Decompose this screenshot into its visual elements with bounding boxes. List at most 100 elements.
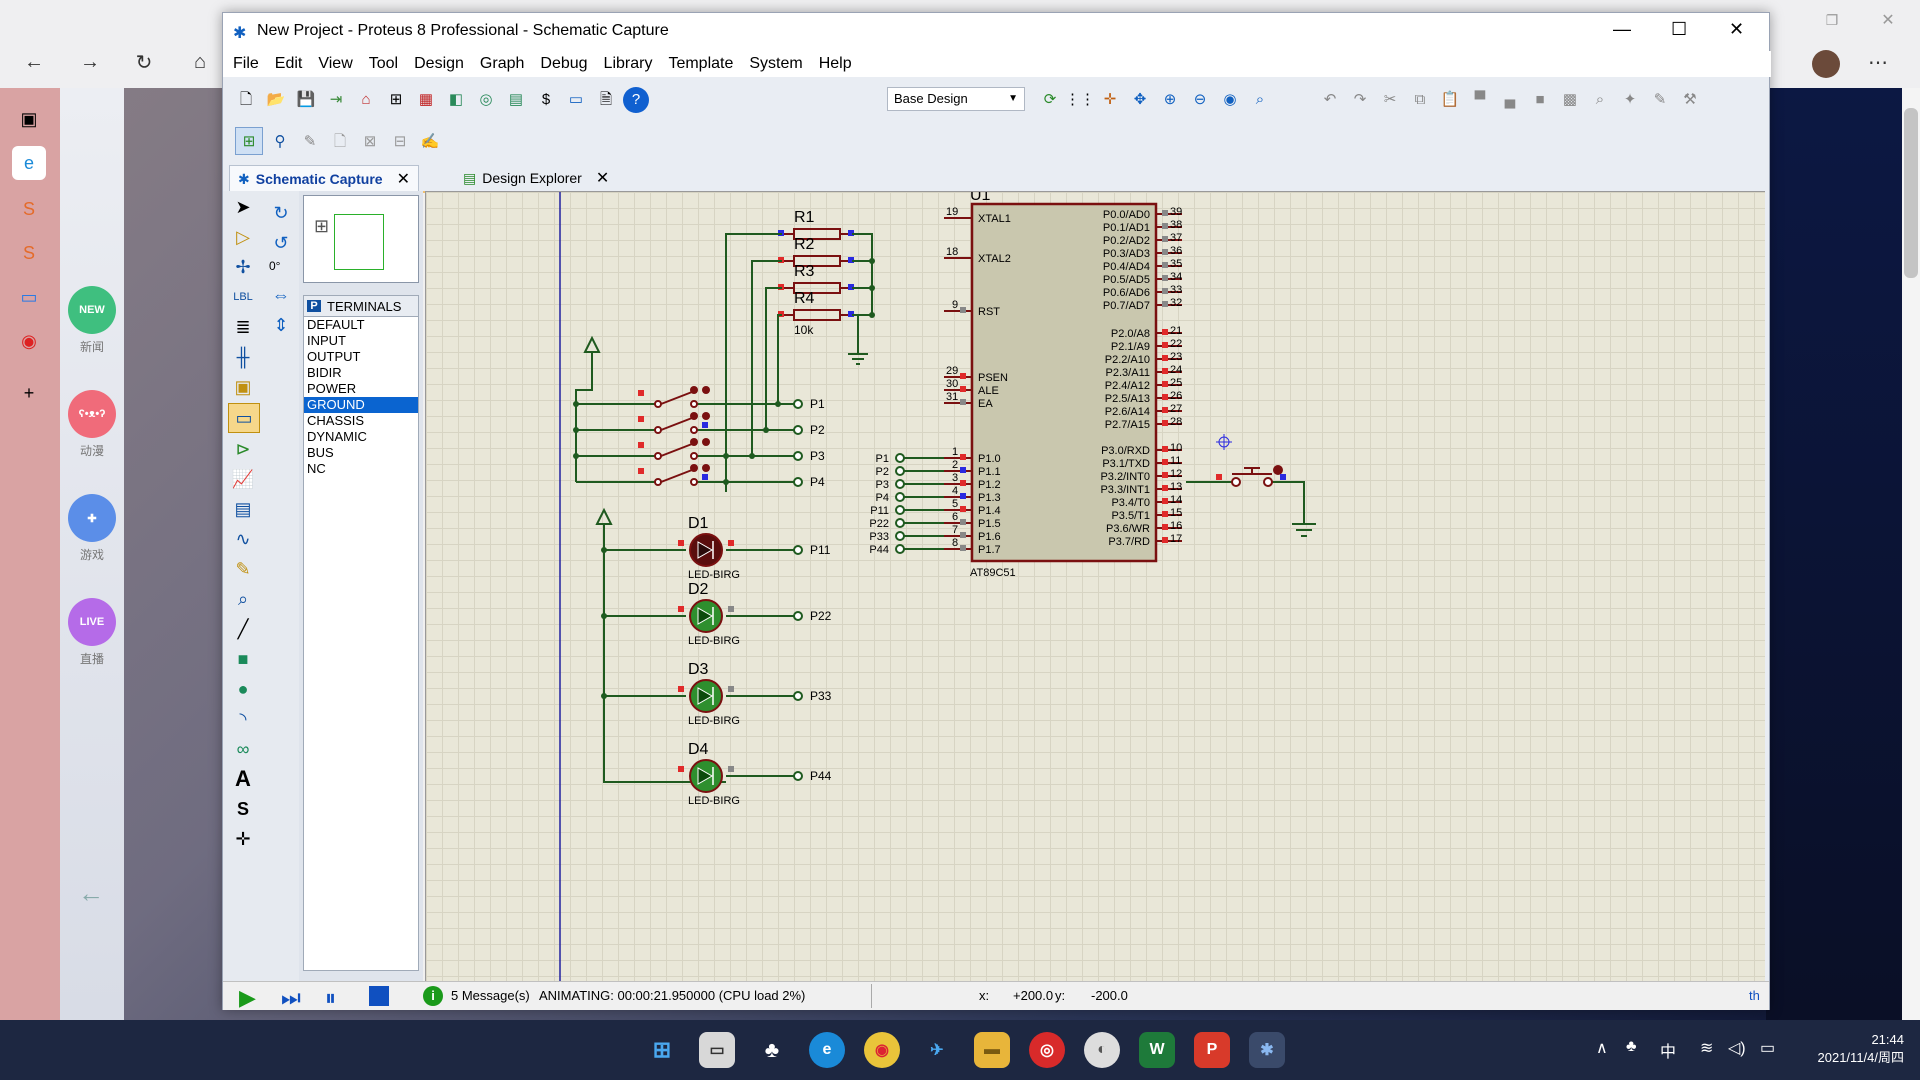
weibo-icon[interactable]: ◉ xyxy=(21,330,37,351)
menu-debug[interactable]: Debug xyxy=(540,55,588,72)
notes-icon[interactable]: 🗎 xyxy=(599,91,613,108)
netease-music-icon[interactable]: ◎ xyxy=(1029,1032,1065,1068)
selection-mode-icon[interactable]: ➤ xyxy=(235,196,251,217)
tab-schematic-capture[interactable]: ✱ Schematic Capture ✕ xyxy=(229,165,419,192)
list-item[interactable]: BIDIR xyxy=(307,365,342,380)
menu-design[interactable]: Design xyxy=(414,55,464,72)
subcircuit-icon[interactable]: ▣ xyxy=(234,376,252,397)
wire-label-icon[interactable]: LBL xyxy=(233,291,253,303)
menu-view[interactable]: View xyxy=(318,55,353,72)
home-page-icon[interactable]: ⌂ xyxy=(361,91,371,108)
menu-help[interactable]: Help xyxy=(818,55,852,72)
save-icon[interactable]: 💾 xyxy=(296,91,316,108)
schematic-canvas[interactable]: R1 R2 R3 R4 10k xyxy=(425,191,1767,983)
path-2d-icon[interactable]: ∞ xyxy=(236,738,250,759)
virtual-instruments-icon[interactable]: ⌕ xyxy=(237,588,249,609)
generator-icon[interactable]: ∿ xyxy=(235,528,251,549)
package-tool-icon[interactable]: ✎ xyxy=(1653,91,1667,108)
search-part-icon[interactable]: ⚲ xyxy=(274,133,286,150)
import-icon[interactable]: ⇥ xyxy=(329,91,343,108)
qq-icon[interactable]: ♣ xyxy=(764,1037,780,1062)
text-2d-icon[interactable]: A xyxy=(235,766,251,791)
pick-device-icon[interactable]: ⌕ xyxy=(1595,91,1605,108)
avatar[interactable] xyxy=(1812,50,1840,78)
menu-tool[interactable]: Tool xyxy=(368,55,399,72)
device-pins-icon[interactable]: ⊳ xyxy=(235,438,251,459)
grid-icon[interactable]: ⋮⋮ xyxy=(1065,91,1095,108)
bill-icon[interactable]: $ xyxy=(541,91,551,108)
component-mode-icon[interactable]: ▷ xyxy=(236,226,250,247)
rotate-clockwise-icon[interactable]: ↻ xyxy=(273,202,289,223)
redo-icon[interactable]: ↷ xyxy=(1353,91,1367,108)
collapse-arrow-icon[interactable]: ← xyxy=(78,878,104,908)
close-tab-icon[interactable]: ✕ xyxy=(396,171,410,188)
zoom-out-icon[interactable]: ⊖ xyxy=(1193,91,1207,108)
text-script-icon[interactable]: ≣ xyxy=(235,316,251,337)
pdf-icon[interactable]: P xyxy=(1194,1032,1230,1068)
clock[interactable]: 21:44 2021/11/4/周四 xyxy=(1800,1032,1904,1066)
undo-icon[interactable]: ↶ xyxy=(1323,91,1337,108)
menu-file[interactable]: File xyxy=(233,55,259,72)
panel-item-news[interactable]: NEW 新闻 xyxy=(60,286,124,355)
wifi-icon[interactable]: ≋ xyxy=(1700,1040,1714,1057)
menu-library[interactable]: Library xyxy=(603,55,653,72)
pick-devices-button[interactable]: P xyxy=(307,300,321,312)
pause-button[interactable]: ⏸ xyxy=(325,985,337,1010)
menu-edit[interactable]: Edit xyxy=(274,55,303,72)
start-icon[interactable]: ⊞ xyxy=(652,1037,672,1062)
electrical-rule-check-icon[interactable]: ✍ xyxy=(420,133,440,150)
make-device-icon[interactable]: ✦ xyxy=(1623,91,1637,108)
block-delete-icon[interactable]: ▩ xyxy=(1562,91,1578,108)
refresh-icon[interactable]: ↻ xyxy=(135,51,153,74)
close-icon[interactable]: ✕ xyxy=(1881,12,1895,29)
wire-autorouter-icon[interactable]: ⊞ xyxy=(235,127,263,155)
tabs-icon[interactable]: ▣ xyxy=(20,108,38,129)
refresh-icon[interactable]: ⟳ xyxy=(1043,91,1057,108)
forward-icon[interactable]: → xyxy=(80,50,100,73)
vsm-studio-icon[interactable]: ▭ xyxy=(568,91,584,108)
arc-2d-icon[interactable]: ◝ xyxy=(239,708,247,729)
list-item[interactable]: DYNAMIC xyxy=(307,429,367,444)
info-icon[interactable]: i xyxy=(423,986,443,1006)
menu-template[interactable]: Template xyxy=(668,55,734,72)
proteus-taskbar-icon[interactable]: ✱ xyxy=(1249,1032,1285,1068)
overview-window[interactable]: ⊞ xyxy=(303,195,419,283)
junction-dot-icon[interactable]: ✢ xyxy=(235,256,251,277)
app-icon[interactable]: ◐ xyxy=(1084,1032,1120,1068)
pcb-icon[interactable]: ▦ xyxy=(418,91,434,108)
exit-parent-icon[interactable]: ⊟ xyxy=(393,133,407,150)
buses-icon[interactable]: ╫ xyxy=(236,346,250,367)
menu-system[interactable]: System xyxy=(749,55,803,72)
decompose-icon[interactable]: ⚒ xyxy=(1683,91,1697,108)
list-item[interactable]: POWER xyxy=(307,381,357,396)
step-button[interactable]: ⏭ xyxy=(281,985,301,1010)
block-copy-icon[interactable]: ▀ xyxy=(1474,91,1486,108)
scrollbar-thumb[interactable] xyxy=(1904,108,1918,278)
copy-icon[interactable]: ⧉ xyxy=(1414,91,1426,108)
minimize-button[interactable]: — xyxy=(1613,19,1631,39)
message-count[interactable]: 5 Message(s) xyxy=(451,988,530,1003)
block-rotate-icon[interactable]: ■ xyxy=(1535,91,1545,108)
property-tool-icon[interactable]: ✎ xyxy=(303,133,317,150)
mirror-x-icon[interactable]: ⇔ xyxy=(272,284,290,305)
list-item[interactable]: CHASSIS xyxy=(307,413,365,428)
maximize-button[interactable]: ☐ xyxy=(1671,19,1688,39)
bom-icon[interactable]: ▤ xyxy=(508,91,524,108)
qq-tray-icon[interactable]: ♣ xyxy=(1626,1038,1637,1055)
rotation-angle[interactable]: 0° xyxy=(269,259,281,273)
tape-recorder-icon[interactable]: ▤ xyxy=(234,498,252,519)
voltage-probe-icon[interactable]: ✎ xyxy=(235,558,251,579)
overview-viewport[interactable] xyxy=(334,214,384,270)
edge-icon[interactable]: e xyxy=(809,1032,845,1068)
line-2d-icon[interactable]: ╱ xyxy=(237,618,249,639)
box-2d-icon[interactable]: ■ xyxy=(237,648,249,669)
circle-2d-icon[interactable]: ● xyxy=(237,678,249,699)
browser-scrollbar[interactable] xyxy=(1902,88,1920,1020)
close-button[interactable]: ✕ xyxy=(1729,19,1745,39)
wps-icon[interactable]: W xyxy=(1139,1032,1175,1068)
3d-view-icon[interactable]: ◧ xyxy=(448,91,464,108)
sogou-icon[interactable]: S xyxy=(22,198,35,219)
list-item[interactable]: BUS xyxy=(307,445,334,460)
list-item[interactable]: OUTPUT xyxy=(307,349,361,364)
chrome-icon[interactable]: ◉ xyxy=(864,1032,900,1068)
